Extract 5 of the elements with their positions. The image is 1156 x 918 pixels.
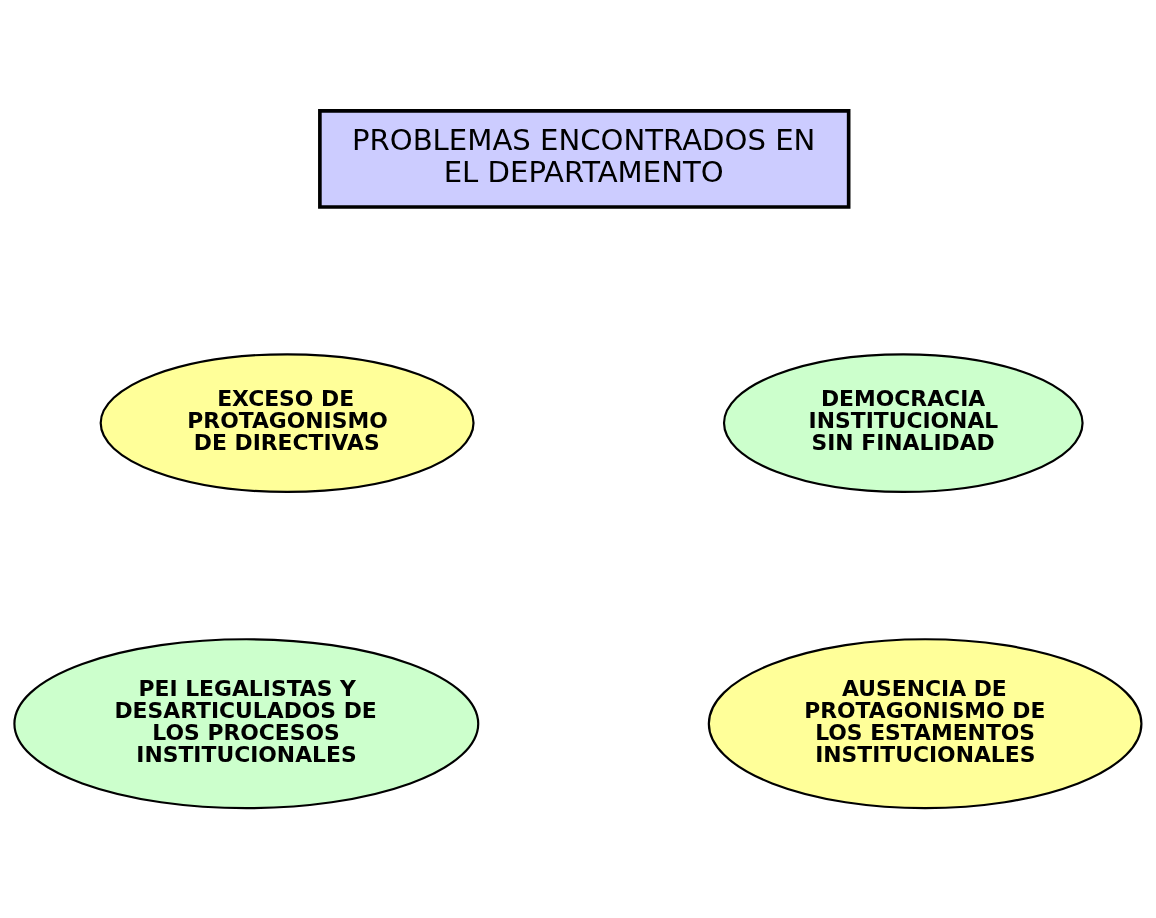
- node-ellipse: DEMOCRACIA INSTITUCIONAL SIN FINALIDAD: [722, 352, 1084, 493]
- node-ellipse: AUSENCIA DE PROTAGONISMO DE LOS ESTAMENTOS INSTITUCIONALES: [707, 637, 1143, 809]
- node-box: PROBLEMAS ENCONTRADOS EN EL DEPARTAMENTO: [318, 108, 851, 209]
- node-ellipse: EXCESO DE PROTAGONISMO DE DIRECTIVAS: [99, 352, 475, 493]
- node-ellipse: PEI LEGALISTAS Y DESARTICULADOS DE LOS PROCESOS INSTITUCIONALES: [13, 637, 480, 809]
